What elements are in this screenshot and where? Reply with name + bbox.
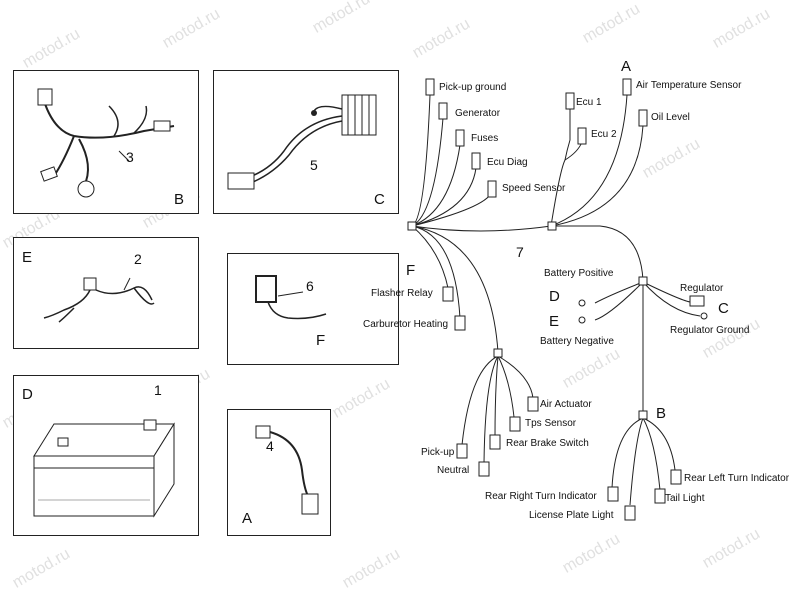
label-regulator: Regulator [680, 283, 724, 294]
label-rear-right-turn-indicator: Rear Right Turn Indicator [485, 491, 597, 502]
connection-letter-b: B [656, 405, 667, 422]
label-flasher-relay: Flasher Relay [371, 288, 433, 299]
panel-d: 1 D [13, 375, 199, 536]
label-air-actuator: Air Actuator [540, 399, 592, 410]
label-ecu-diag: Ecu Diag [487, 157, 528, 168]
panel-letter: B [174, 191, 185, 208]
panel-letter: F [316, 332, 326, 349]
label-fuses: Fuses [471, 133, 499, 144]
label-tail-light: Tail Light [665, 493, 705, 504]
label-license-plate-light: License Plate Light [529, 510, 614, 521]
part-number: 5 [310, 157, 318, 173]
harness-part-5-illustration [227, 94, 377, 190]
harness-part-6-illustration [255, 275, 327, 320]
panel-f: 6 F [227, 253, 399, 365]
harness-part-2-illustration [43, 277, 155, 323]
label-ecu2: Ecu 2 [591, 129, 617, 140]
label-pickup: Pick-up [421, 447, 455, 458]
label-battery-negative: Battery Negative [540, 336, 614, 347]
panel-c: 5 C [213, 70, 399, 214]
panel-letter: D [22, 386, 33, 403]
battery-illustration [33, 419, 175, 518]
label-battery-positive: Battery Positive [544, 268, 614, 279]
label-pickup-ground: Pick-up ground [439, 82, 507, 93]
part-number: 2 [134, 251, 142, 267]
connection-letter-a: A [621, 58, 632, 75]
connection-letter-c: C [718, 300, 729, 317]
panel-e: 2 E [13, 237, 199, 349]
label-tps-sensor: Tps Sensor [525, 418, 577, 429]
harness-part-3-illustration [37, 88, 175, 198]
label-regulator-ground: Regulator Ground [670, 325, 750, 336]
panel-a: 4 A [227, 409, 331, 536]
label-oil-level: Oil Level [651, 112, 690, 123]
part-number: 6 [306, 278, 314, 294]
part-number: 4 [266, 438, 274, 454]
connection-letter-d: D [549, 288, 560, 305]
part-number: 1 [154, 382, 162, 398]
panel-letter: A [242, 510, 253, 527]
label-neutral: Neutral [437, 465, 470, 476]
label-generator: Generator [455, 108, 501, 119]
part-number: 3 [126, 149, 134, 165]
label-ecu1: Ecu 1 [576, 97, 602, 108]
label-carburetor-heating: Carburetor Heating [363, 319, 449, 330]
panel-letter: C [374, 191, 385, 208]
connection-letter-e: E [549, 313, 560, 330]
label-speed-sensor: Speed Sensor [502, 183, 566, 194]
label-rear-left-turn-indicator: Rear Left Turn Indicator [684, 473, 790, 484]
part-number-7: 7 [516, 244, 524, 260]
connection-letter-f: F [406, 262, 416, 279]
label-rear-brake-switch: Rear Brake Switch [506, 438, 589, 449]
label-air-temperature-sensor: Air Temperature Sensor [636, 80, 742, 91]
panel-b: 3 B [13, 70, 199, 214]
harness-part-4-illustration [255, 425, 319, 515]
panel-letter: E [22, 249, 33, 266]
